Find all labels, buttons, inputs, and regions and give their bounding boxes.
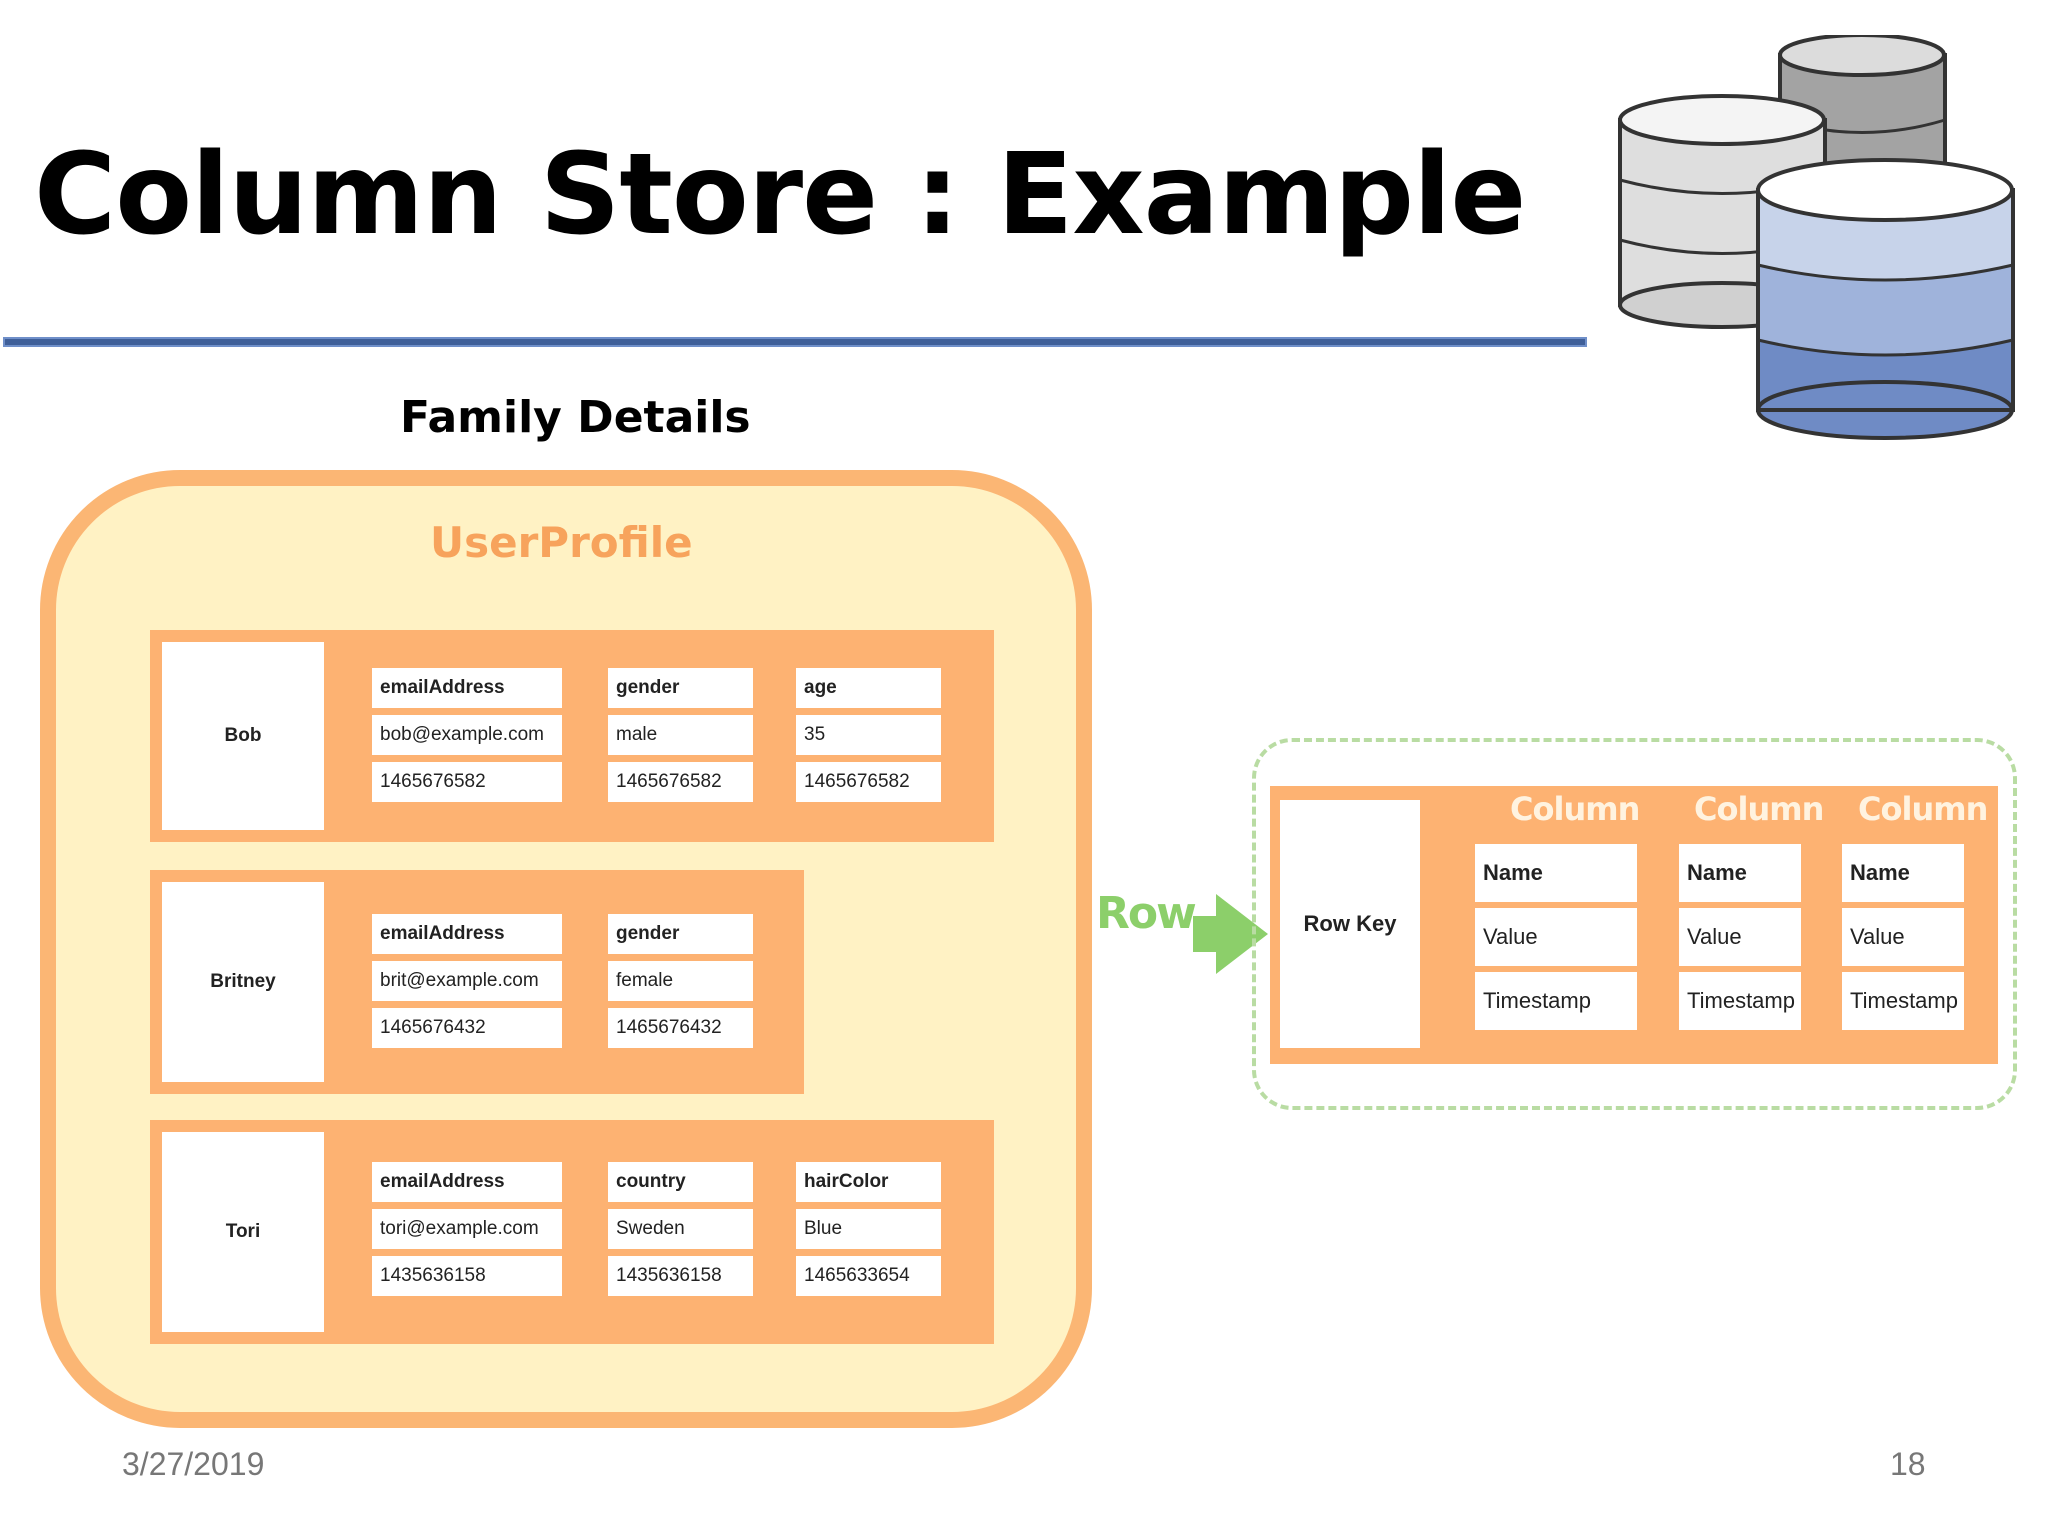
column-value: Blue xyxy=(796,1209,941,1249)
database-stack-icon xyxy=(1618,35,2015,440)
column-timestamp: 1465676432 xyxy=(372,1008,562,1048)
slide-title: Column Store : Example xyxy=(34,130,1526,260)
column-name: country xyxy=(608,1162,753,1202)
section-title: Family Details xyxy=(400,392,751,443)
title-divider xyxy=(3,337,1587,347)
legend-name-cell: Name xyxy=(1475,844,1637,902)
column-timestamp: 1465676582 xyxy=(796,762,941,802)
column-value: 35 xyxy=(796,715,941,755)
column-name: hairColor xyxy=(796,1162,941,1202)
column-value: brit@example.com xyxy=(372,961,562,1001)
row-key-bob: Bob xyxy=(162,642,324,830)
column-timestamp: 1435636158 xyxy=(372,1256,562,1296)
column-name: gender xyxy=(608,914,753,954)
column-country: country Sweden 1435636158 xyxy=(608,1162,753,1296)
column-timestamp: 1435636158 xyxy=(608,1256,753,1296)
row-arrow-label: Row xyxy=(1096,888,1197,939)
legend-timestamp-cell: Timestamp xyxy=(1679,972,1801,1030)
legend-timestamp-cell: Timestamp xyxy=(1842,972,1964,1030)
footer-date: 3/27/2019 xyxy=(122,1446,265,1482)
legend-column-title: Column xyxy=(1858,790,1988,828)
column-name: gender xyxy=(608,668,753,708)
column-value: female xyxy=(608,961,753,1001)
legend-value-cell: Value xyxy=(1679,908,1801,966)
column-value: tori@example.com xyxy=(372,1209,562,1249)
column-name: age xyxy=(796,668,941,708)
column-timestamp: 1465676582 xyxy=(372,762,562,802)
column-age: age 35 1465676582 xyxy=(796,668,941,802)
userprofile-title: UserProfile xyxy=(430,518,693,567)
column-value: bob@example.com xyxy=(372,715,562,755)
page-number: 18 xyxy=(1890,1446,1926,1482)
legend-column-title: Column xyxy=(1694,790,1824,828)
column-gender: gender female 1465676432 xyxy=(608,914,753,1048)
arrow-right-icon xyxy=(1193,894,1268,974)
column-name: emailAddress xyxy=(372,914,562,954)
column-gender: gender male 1465676582 xyxy=(608,668,753,802)
column-value: Sweden xyxy=(608,1209,753,1249)
column-haircolor: hairColor Blue 1465633654 xyxy=(796,1162,941,1296)
column-emailaddress: emailAddress brit@example.com 1465676432 xyxy=(372,914,562,1048)
legend-value-cell: Value xyxy=(1475,908,1637,966)
column-name: emailAddress xyxy=(372,668,562,708)
row-structure-legend xyxy=(1252,738,2017,1110)
legend-name-cell: Name xyxy=(1842,844,1964,902)
legend-value-cell: Value xyxy=(1842,908,1964,966)
column-timestamp: 1465676582 xyxy=(608,762,753,802)
column-timestamp: 1465633654 xyxy=(796,1256,941,1296)
row-key-britney: Britney xyxy=(162,882,324,1082)
column-emailaddress: emailAddress bob@example.com 1465676582 xyxy=(372,668,562,802)
column-timestamp: 1465676432 xyxy=(608,1008,753,1048)
legend-name-cell: Name xyxy=(1679,844,1801,902)
legend-column-title: Column xyxy=(1510,790,1640,828)
row-key-tori: Tori xyxy=(162,1132,324,1332)
legend-timestamp-cell: Timestamp xyxy=(1475,972,1637,1030)
legend-row-key: Row Key xyxy=(1280,800,1420,1048)
column-name: emailAddress xyxy=(372,1162,562,1202)
column-value: male xyxy=(608,715,753,755)
column-emailaddress: emailAddress tori@example.com 1435636158 xyxy=(372,1162,562,1296)
